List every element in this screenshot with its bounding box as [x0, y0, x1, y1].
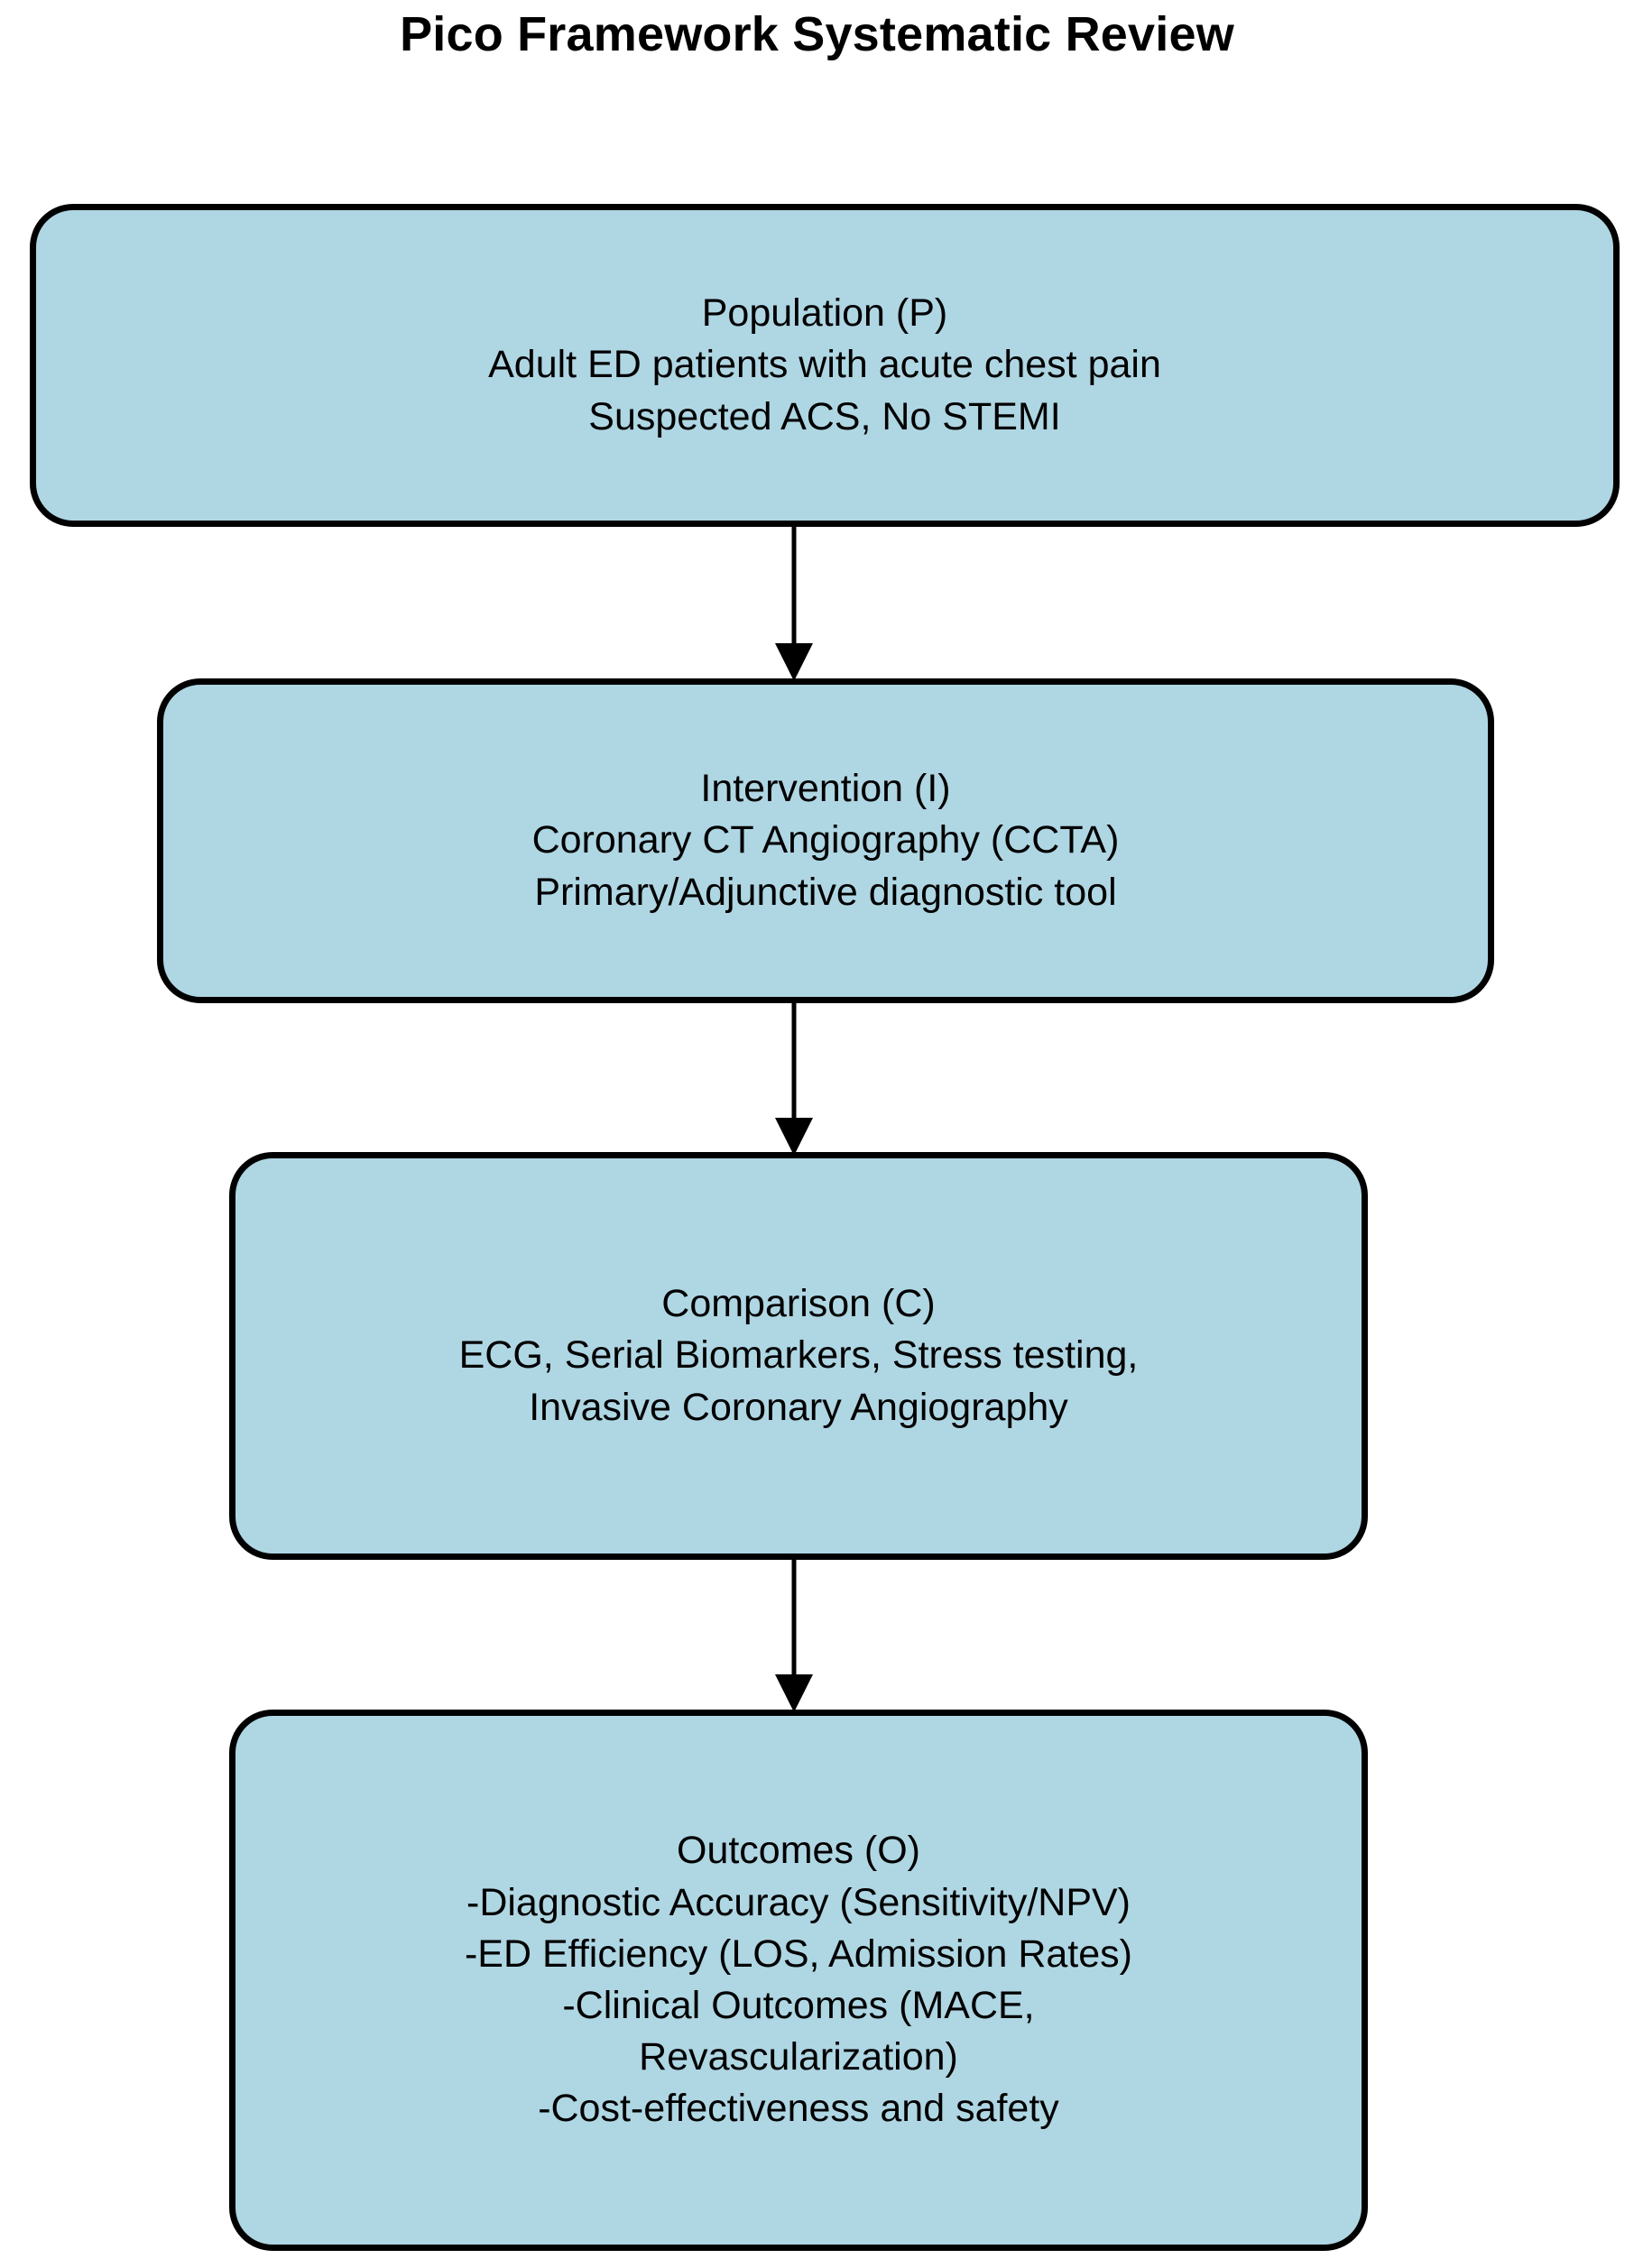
node-outcomes-line-5: Revascularization) [639, 2035, 958, 2079]
node-outcomes-line-3: -ED Efficiency (LOS, Admission Rates) [464, 1931, 1132, 1976]
node-intervention-line-3: Primary/Adjunctive diagnostic tool [534, 870, 1117, 914]
node-intervention-line-2: Coronary CT Angiography (CCTA) [531, 818, 1120, 862]
arrow-population-to-intervention [772, 523, 816, 681]
node-intervention[interactable]: Intervention (I) Coronary CT Angiography… [157, 678, 1494, 1003]
node-outcomes-line-1: Outcomes (O) [677, 1829, 920, 1873]
arrow-intervention-to-comparison [772, 998, 816, 1156]
node-outcomes-line-4: -Clinical Outcomes (MACE, [562, 1984, 1035, 2027]
node-intervention-line-1: Intervention (I) [700, 767, 951, 811]
arrow-comparison-to-outcomes [772, 1554, 816, 1712]
node-comparison-line-3: Invasive Coronary Angiography [529, 1385, 1068, 1429]
node-population-line-1: Population (P) [701, 291, 948, 336]
node-comparison-line-2: ECG, Serial Biomarkers, Stress testing, [458, 1333, 1139, 1378]
node-comparison-line-1: Comparison (C) [661, 1282, 936, 1326]
node-population-line-2: Adult ED patients with acute chest pain [488, 343, 1161, 387]
node-outcomes[interactable]: Outcomes (O) -Diagnostic Accuracy (Sensi… [229, 1710, 1368, 2251]
node-comparison[interactable]: Comparison (C) ECG, Serial Biomarkers, S… [229, 1152, 1368, 1560]
page-title: Pico Framework Systematic Review [400, 7, 1234, 61]
node-outcomes-line-6: -Cost-effectiveness and safety [538, 2087, 1059, 2131]
node-population-line-3: Suspected ACS, No STEMI [588, 394, 1061, 438]
node-population[interactable]: Population (P) Adult ED patients with ac… [30, 204, 1620, 527]
node-outcomes-line-2: -Diagnostic Accuracy (Sensitivity/NPV) [466, 1880, 1131, 1924]
